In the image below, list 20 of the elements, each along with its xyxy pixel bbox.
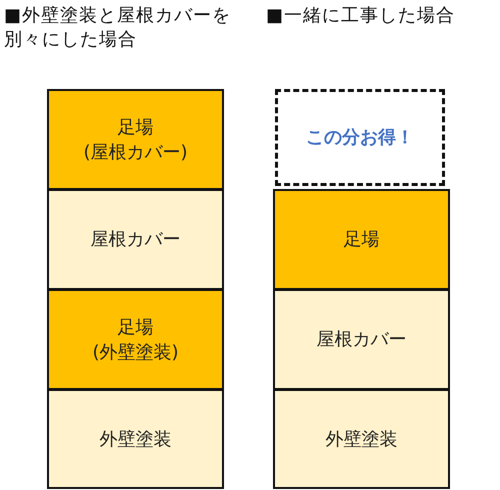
cost-block [47, 89, 224, 190]
block-label: この分お得！ [306, 126, 414, 150]
block-label: 屋根カバー [90, 228, 180, 252]
cost-block [47, 189, 224, 290]
block-label: (屋根カバー) [83, 140, 188, 164]
cost-block [47, 389, 224, 489]
block-label: 屋根カバー [316, 328, 406, 352]
block-label: 足場 [118, 116, 154, 140]
cost-block [47, 289, 224, 390]
section-heading: ■外壁塗装と屋根カバーを別々にした場合 [4, 4, 232, 52]
section-heading: ■一緒に工事した場合 [266, 4, 456, 28]
block-label: (外壁塗装) [92, 340, 179, 364]
savings-box [275, 89, 445, 186]
block-label: 足場 [118, 316, 154, 340]
cost-block [273, 389, 450, 489]
cost-block [273, 189, 450, 290]
block-label: 外壁塗装 [326, 428, 398, 452]
block-label: 外壁塗装 [100, 428, 172, 452]
cost-block [273, 289, 450, 390]
block-label: 足場 [344, 228, 380, 252]
